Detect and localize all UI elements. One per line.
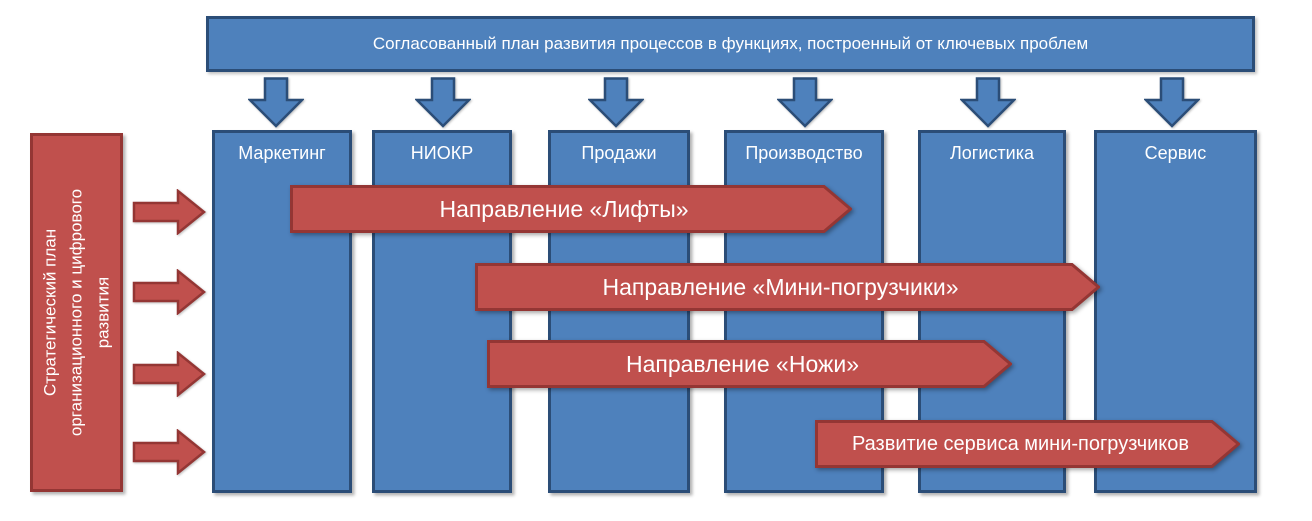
down-arrow-icon — [415, 77, 471, 128]
column-label: Продажи — [581, 143, 657, 163]
column-label: Сервис — [1144, 143, 1207, 163]
column-label: Логистика — [949, 143, 1035, 163]
top-banner: Согласованный план развития процессов в … — [206, 16, 1255, 72]
direction-arrow-elevators: Направление «Лифты» — [290, 185, 852, 233]
direction-arrow-label: Направление «Мини-погрузчики» — [602, 273, 959, 300]
down-arrow-icon — [960, 77, 1016, 128]
column-label: Производство — [745, 143, 863, 163]
direction-arrow-label: Развитие сервиса мини-погрузчиков — [851, 432, 1190, 455]
down-arrow-icon — [588, 77, 644, 128]
right-arrow-icon — [132, 189, 206, 235]
down-arrow-icon — [777, 77, 833, 128]
column-label: Маркетинг — [238, 143, 326, 163]
direction-arrow-mini-loaders: Направление «Мини-погрузчики» — [475, 263, 1100, 311]
arrow-banner-shape — [487, 340, 1012, 388]
down-arrow-icon — [248, 77, 304, 128]
strategic-plan-panel: Стратегический план организационного и ц… — [30, 133, 123, 492]
arrow-banner-shape — [290, 185, 852, 233]
top-banner-label: Согласованный план развития процессов в … — [372, 34, 1089, 53]
down-arrow-icon — [1144, 77, 1200, 128]
direction-arrow-knives: Направление «Ножи» — [487, 340, 1012, 388]
service-development-arrow: Развитие сервиса мини-погрузчиков — [815, 420, 1240, 468]
right-arrow-icon — [132, 429, 206, 475]
direction-arrow-label: Направление «Лифты» — [439, 195, 689, 222]
arrow-banner-shape — [475, 263, 1100, 311]
right-arrow-icon — [132, 351, 206, 397]
column-label: НИОКР — [410, 143, 474, 163]
direction-arrow-label: Направление «Ножи» — [625, 350, 860, 377]
arrow-banner-shape — [815, 420, 1240, 468]
right-arrow-icon — [132, 269, 206, 315]
strategic-plan-label: Стратегический план организационного и ц… — [39, 188, 112, 437]
